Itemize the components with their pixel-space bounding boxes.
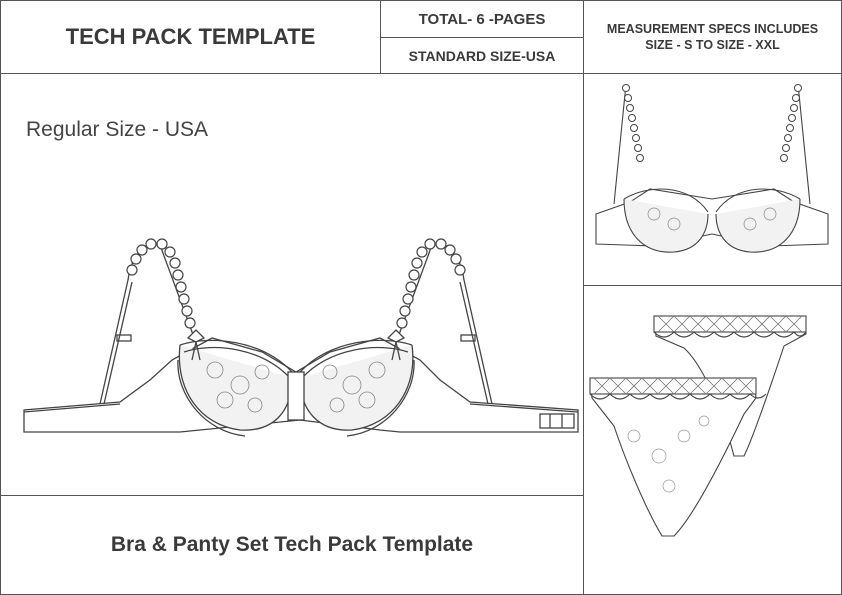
- specs-line-1: MEASUREMENT SPECS INCLUDES: [606, 22, 819, 36]
- bra-front-sketch: [23, 238, 579, 437]
- specs-line-2: SIZE - S TO SIZE - XXL: [645, 38, 780, 52]
- measurement-specs: MEASUREMENT SPECS INCLUDES SIZE - S TO S…: [583, 0, 842, 74]
- page-count: TOTAL- 6 -PAGES: [380, 0, 584, 38]
- footer-title: Bra & Panty Set Tech Pack Template: [0, 495, 584, 595]
- size-label: Regular Size - USA: [26, 118, 209, 141]
- standard-size: STANDARD SIZE-USA: [380, 37, 584, 74]
- bra-thumbnail-sketch: [595, 83, 829, 253]
- panty-sketch: [589, 315, 807, 537]
- header-title: TECH PACK TEMPLATE: [0, 0, 381, 74]
